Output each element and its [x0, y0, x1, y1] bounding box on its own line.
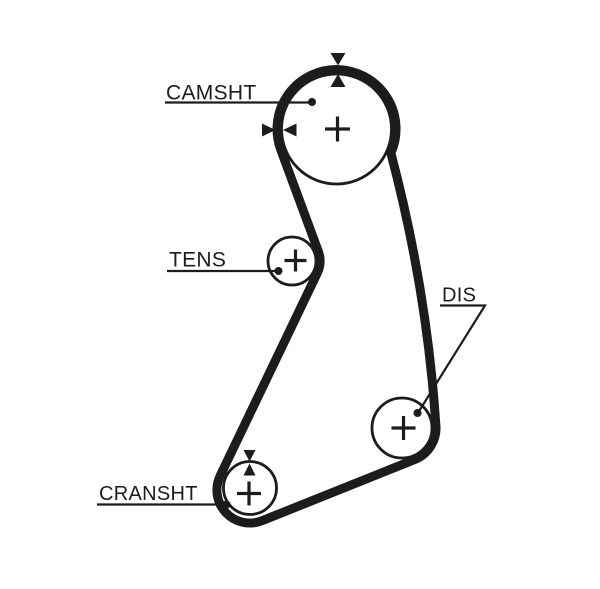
distributor-plus-icon — [391, 416, 416, 440]
camshaft-label: CAMSHT — [166, 82, 256, 105]
crankshaft-leader-dot — [222, 500, 231, 509]
timing-belt-path — [212, 65, 441, 528]
tensioner-plus-icon — [284, 249, 307, 272]
camshaft-top-arrow-up-icon — [330, 74, 346, 87]
camshaft-plus-icon — [325, 116, 350, 142]
camshaft-left-arrow-right-icon — [262, 123, 276, 137]
tensioner-label: TENS — [169, 249, 226, 272]
crankshaft-pulley-circle — [222, 460, 278, 516]
camshaft-top-arrow-down-icon — [330, 53, 346, 66]
camshaft-pulley-circle — [280, 72, 393, 186]
distributor-leader-line — [417, 304, 487, 413]
crankshaft-top-arrow-down-icon — [243, 450, 256, 462]
camshaft-leader-dot — [308, 98, 316, 106]
crankshaft-plus-icon — [237, 481, 261, 506]
crankshaft-label: CRANSHT — [99, 483, 198, 505]
tensioner-leader-dot — [274, 267, 283, 275]
camshaft-left-arrow-left-icon — [283, 123, 297, 137]
crankshaft-top-arrow-up-icon — [243, 463, 256, 476]
distributor-pulley-circle — [370, 396, 434, 460]
tensioner-pulley-circle — [266, 235, 318, 287]
distributor-label: DIS — [442, 285, 476, 307]
distributor-leader-dot — [413, 409, 422, 417]
